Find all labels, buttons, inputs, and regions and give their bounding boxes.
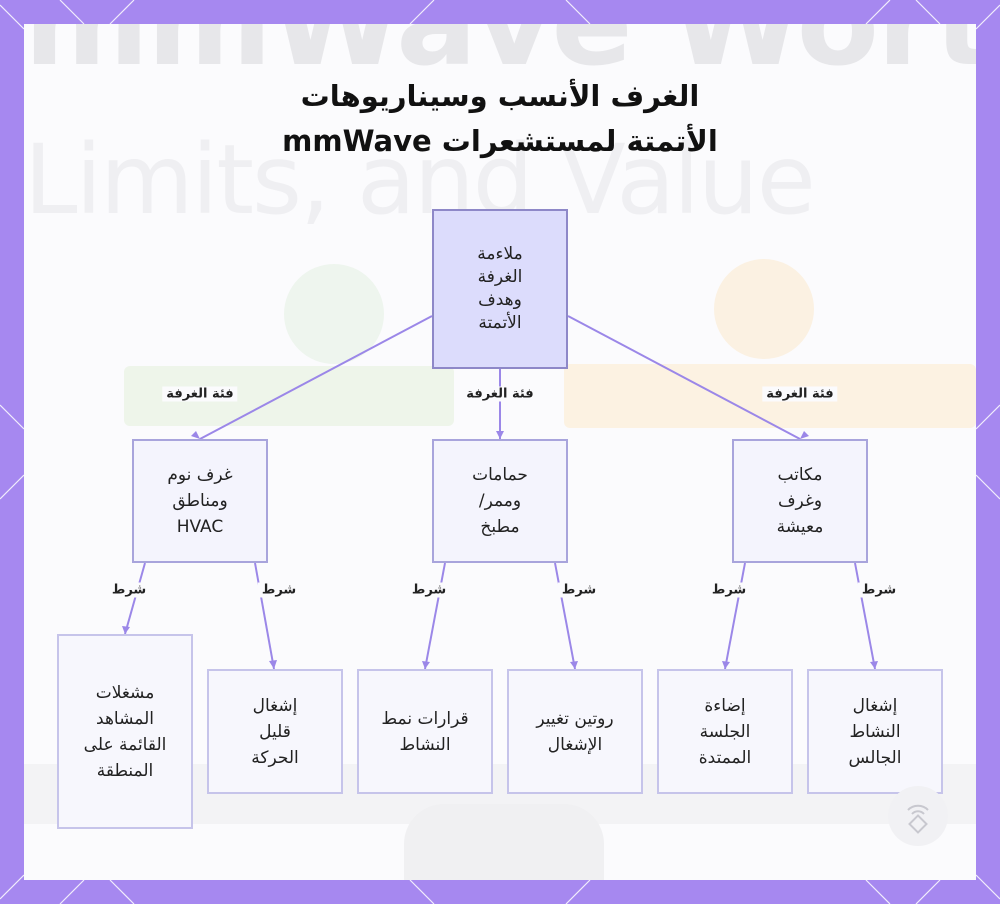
edge-bedrooms-to-zone-scene <box>124 562 146 635</box>
edge-root-to-offices <box>567 315 801 440</box>
edge-label-condition-6: شرط <box>857 582 901 598</box>
edge-label-condition-1: شرط <box>107 582 151 598</box>
category-node-bathrooms: حمامات وممر/ مطبخ <box>432 439 568 563</box>
arrowhead-offices <box>800 431 809 439</box>
leaf-node-activity-pattern: قرارات نمط النشاط <box>357 669 493 794</box>
leaf-node-sitting-activity: إشغال النشاط الجالس <box>807 669 943 794</box>
title-line-2: الأتمتة لمستشعرات mmWave <box>282 124 718 158</box>
edge-label-room-category-3: فئة الغرفة <box>762 386 838 402</box>
leaf-label-zone-scene: مشغلات المشاهد القائمة على المنطقة <box>83 682 167 781</box>
category-label-offices: مكاتب وغرف معيشة <box>776 465 824 537</box>
root-node: ملاءمة الغرفة وهدف الأتمتة <box>432 209 568 369</box>
edge-label-room-category-1: فئة الغرفة <box>162 386 238 402</box>
leaf-node-session-lighting: إضاءة الجلسة الممتدة <box>657 669 793 794</box>
category-node-bedrooms: غرف نوم ومناطق HVAC <box>132 439 268 563</box>
edge-offices-to-sitting-activity <box>854 562 876 670</box>
leaf-node-low-motion: إشغال قليل الحركة <box>207 669 343 794</box>
arrowhead-bathrooms <box>496 431 504 439</box>
edge-bedrooms-to-low-motion <box>254 562 275 670</box>
leaf-label-low-motion: إشغال قليل الحركة <box>251 695 299 768</box>
leaf-label-occupancy-routine: روتين تغيير الإشغال <box>536 708 614 755</box>
arrowhead-low-motion <box>269 660 277 669</box>
arrowhead-bedrooms <box>191 431 200 439</box>
background-watermark-subheading: Limits, and Value <box>24 124 816 236</box>
leaf-label-session-lighting: إضاءة الجلسة الممتدة <box>698 695 752 768</box>
arrowhead-zone-scene <box>122 626 130 634</box>
arrowhead-session-lighting <box>722 661 730 669</box>
arrowhead-sitting-activity <box>870 661 878 669</box>
edge-label-condition-5: شرط <box>707 582 751 598</box>
edge-bathrooms-to-occupancy-routine <box>554 562 576 670</box>
category-label-bathrooms: حمامات وممر/ مطبخ <box>472 465 528 537</box>
edge-offices-to-session-lighting <box>724 562 746 670</box>
leaf-label-activity-pattern: قرارات نمط النشاط <box>381 708 469 755</box>
diagram-title: الغرف الأنسب وسيناريوهات الأتمتة لمستشعر… <box>0 74 1000 164</box>
category-label-bedrooms: غرف نوم ومناطق HVAC <box>167 465 233 537</box>
edge-label-condition-3: شرط <box>407 582 451 598</box>
title-line-1: الغرف الأنسب وسيناريوهات <box>300 79 700 113</box>
edge-label-room-category-2: فئة الغرفة <box>462 386 538 402</box>
background-watermark-heading: mmWave Worth <box>24 24 976 93</box>
category-node-offices: مكاتب وغرف معيشة <box>732 439 868 563</box>
root-node-label: ملاءمة الغرفة وهدف الأتمتة <box>477 244 523 333</box>
background-green-circle <box>284 264 384 364</box>
edge-bathrooms-to-activity-pattern <box>424 562 446 670</box>
corner-logo-badge <box>888 786 948 846</box>
edge-root-to-bedrooms <box>199 315 433 440</box>
edge-label-condition-2: شرط <box>257 582 301 598</box>
leaf-node-occupancy-routine: روتين تغيير الإشغال <box>507 669 643 794</box>
arrowhead-occupancy-routine <box>570 661 578 669</box>
background-orange-circle <box>714 259 814 359</box>
sensor-logo-icon <box>907 804 929 834</box>
leaf-label-sitting-activity: إشغال النشاط الجالس <box>848 695 902 768</box>
leaf-node-zone-scene: مشغلات المشاهد القائمة على المنطقة <box>57 634 193 829</box>
arrowhead-activity-pattern <box>422 661 430 669</box>
background-bottom-shape <box>404 804 604 880</box>
edge-label-condition-4: شرط <box>557 582 601 598</box>
